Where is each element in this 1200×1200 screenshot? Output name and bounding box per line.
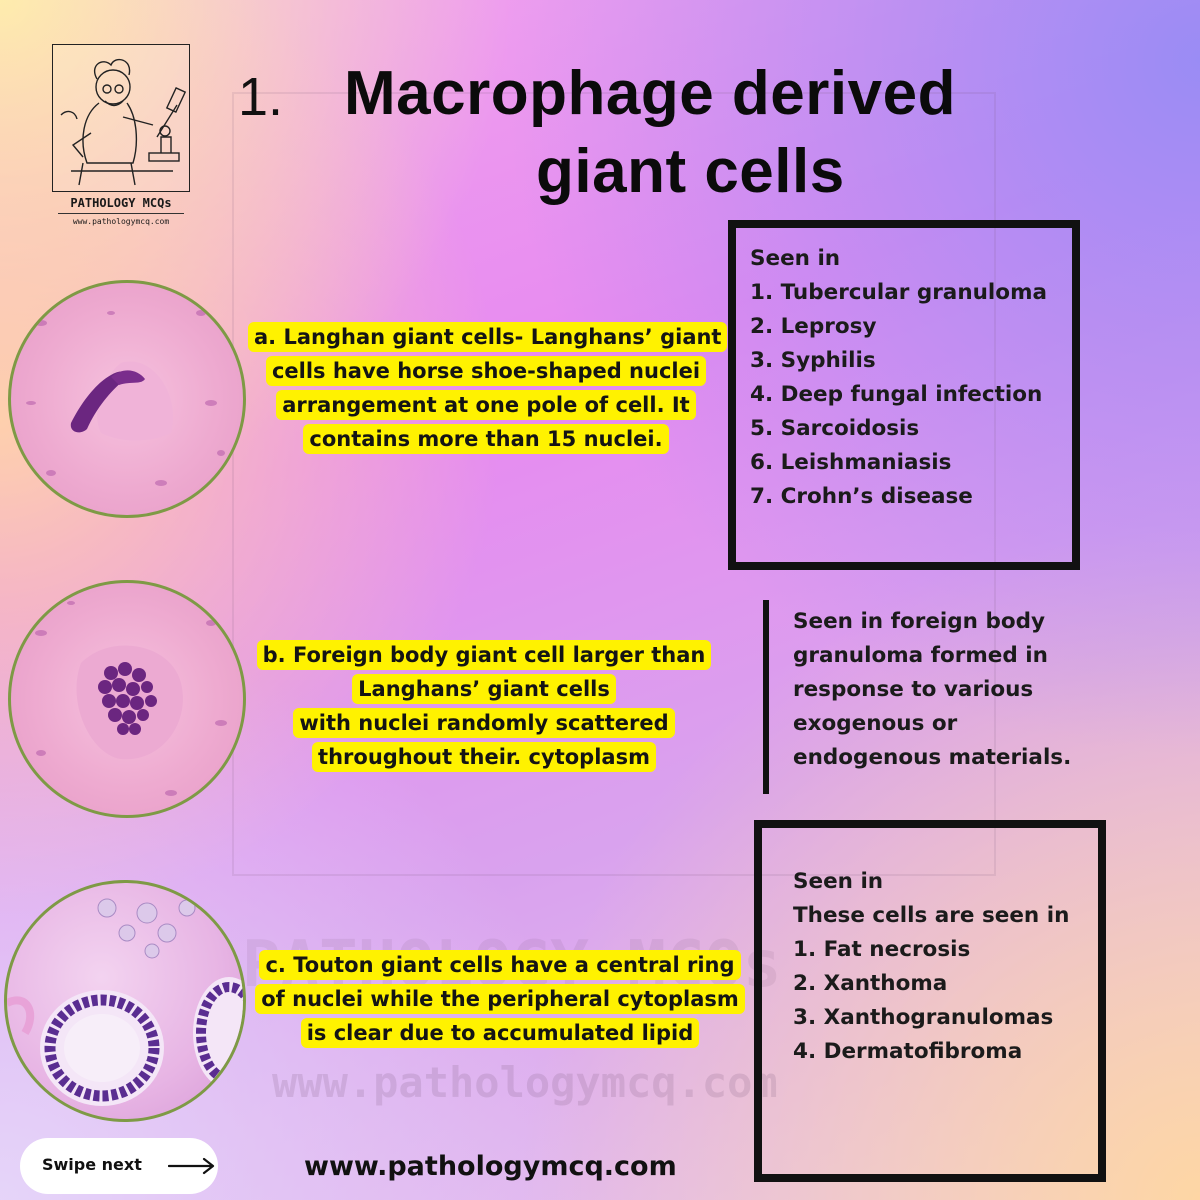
seen-in-list-touton: Seen in These cells are seen in 1. Fat n… [793, 865, 1069, 1069]
foreign-body-description: b. Foreign body giant cell larger than L… [250, 638, 718, 774]
list-item: 6. Leishmaniasis [750, 450, 952, 475]
list-item: 2. Leprosy [750, 314, 877, 339]
description-line: a. Langhan giant cells- Langhans’ giant [248, 322, 728, 352]
list-item: These cells are seen in [793, 903, 1070, 928]
list-item: 4. Dermatofibroma [793, 1039, 1023, 1064]
arrow-right-icon [168, 1157, 215, 1175]
title-number: 1. [238, 67, 284, 127]
website-link[interactable]: www.pathologymcq.com [304, 1151, 677, 1182]
page-title-line-1: Macrophage derived [344, 59, 956, 128]
langhans-description: a. Langhan giant cells- Langhans’ giant … [248, 320, 728, 456]
description-line: is clear due to accumulated lipid [300, 1018, 700, 1048]
description-line: arrangement at one pole of cell. It [276, 390, 696, 420]
description-line: b. Foreign body giant cell larger than [256, 640, 712, 670]
description-line: with nuclei randomly scattered [293, 708, 675, 738]
list-item: Seen in [793, 869, 884, 894]
watermark-url: www.pathologymcq.com [272, 1058, 778, 1107]
logo-title: PATHOLOGY MCQs [70, 196, 172, 210]
description-line: of nuclei while the peripheral cytoplasm [255, 984, 745, 1014]
description-line: throughout their. cytoplasm [312, 742, 656, 772]
touton-giant-cell-micrograph [4, 880, 246, 1122]
watermark-frame [232, 92, 996, 876]
foreign-body-giant-cell-micrograph [8, 580, 246, 818]
list-item: 3. Xanthogranulomas [793, 1005, 1054, 1030]
list-item: 5. Sarcoidosis [750, 416, 920, 441]
list-item: 1. Fat necrosis [793, 937, 971, 962]
scientist-illustration [52, 44, 190, 192]
list-item: 4. Deep fungal infection [750, 382, 1043, 407]
description-line: c. Touton giant cells have a central rin… [259, 950, 741, 980]
seen-in-box-touton [754, 820, 1106, 1182]
seen-in-divider-foreign-body [763, 600, 769, 794]
list-item: granuloma formed in [793, 643, 1048, 668]
logo-url: www.pathologymcq.com [72, 217, 170, 226]
list-item: Seen in foreign body [793, 609, 1046, 634]
description-line: contains more than 15 nuclei. [303, 424, 669, 454]
list-item: Seen in [750, 246, 841, 271]
brand-logo: PATHOLOGY MCQs www.pathologymcq.com [52, 44, 190, 234]
list-item: 1. Tubercular granuloma [750, 280, 1047, 305]
swipe-next-label: Swipe next [42, 1155, 142, 1174]
seen-in-list-foreign-body: Seen in foreign body granuloma formed in… [793, 605, 1071, 775]
langhans-giant-cell-micrograph [8, 280, 246, 518]
list-item: 3. Syphilis [750, 348, 876, 373]
list-item: 2. Xanthoma [793, 971, 948, 996]
seen-in-box-langhans [728, 220, 1080, 570]
swipe-next-button[interactable]: Swipe next [20, 1138, 218, 1194]
description-line: Langhans’ giant cells [352, 674, 616, 704]
touton-description: c. Touton giant cells have a central rin… [248, 948, 752, 1050]
logo-divider [58, 213, 184, 214]
seen-in-list-langhans: Seen in 1. Tubercular granuloma 2. Lepro… [750, 242, 1047, 514]
list-item: 7. Crohn’s disease [750, 484, 973, 509]
list-item: endogenous materials. [793, 745, 1072, 770]
list-item: exogenous or [793, 711, 958, 736]
list-item: response to various [793, 677, 1034, 702]
page-title-line-2: giant cells [536, 137, 845, 206]
description-line: cells have horse shoe-shaped nuclei [265, 356, 707, 386]
